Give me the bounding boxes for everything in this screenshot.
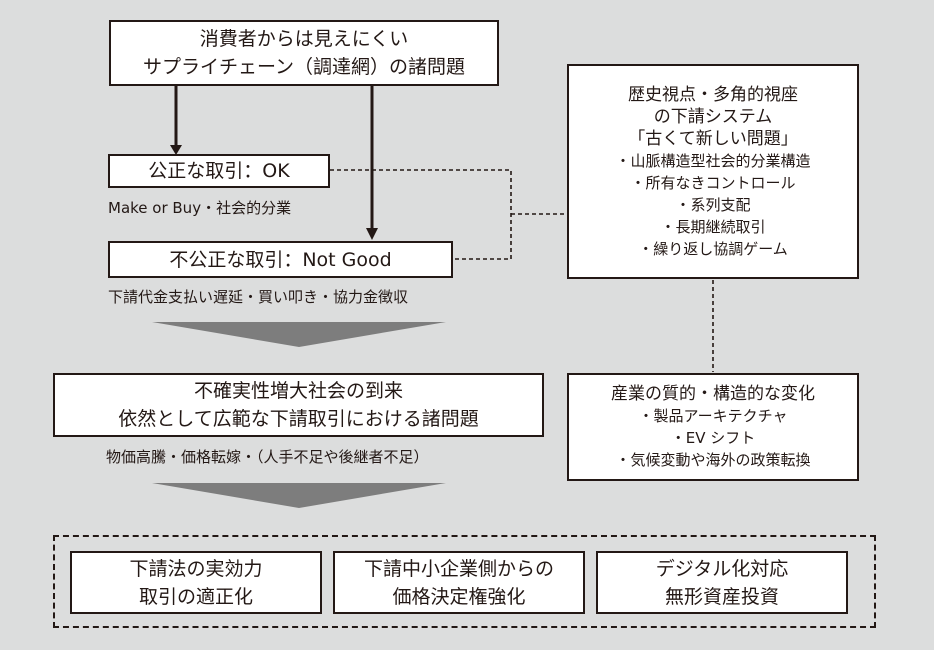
change-item: ・製品アーキテクチャ [638, 407, 788, 425]
solutions-frame: 下請法の実効力 取引の適正化 下請中小企業側からの 価格決定権強化 デジタル化対… [53, 535, 876, 628]
down-arrow-1 [152, 322, 446, 347]
uncertainty-line-1: 不確実性増大社会の到来 [193, 380, 403, 402]
industrial-change-box: 産業の質的・構造的な変化 ・製品アーキテクチャ ・EV シフト ・気候変動や海外… [567, 373, 859, 481]
solution-box-digital: デジタル化対応 無形資産投資 [596, 551, 848, 614]
solution-line: 下請中小企業側からの [363, 557, 554, 580]
arrow-to-unfair-head [366, 228, 378, 240]
solution-line: 取引の適正化 [138, 585, 253, 608]
history-item: ・長期継続取引 [660, 217, 766, 236]
supply-chain-line-1: 消費者からは見えにくい [199, 28, 409, 50]
change-item: ・EV シフト [670, 429, 756, 447]
history-heading-2: の下請システム [653, 106, 773, 127]
history-item: ・山脈構造型社会的分業構造 [615, 151, 811, 170]
unfair-trade-box: 不公正な取引：Not Good [108, 241, 453, 278]
uncertainty-note: 物価高騰・価格転嫁・（人手不足や後継者不足） [106, 448, 429, 466]
change-heading: 産業の質的・構造的な変化 [611, 384, 815, 404]
unfair-trade-note: 下請代金支払い遅延・買い叩き・協力金徴収 [108, 288, 409, 306]
uncertainty-society-box: 不確実性増大社会の到来 依然として広範な下請取引における諸問題 [53, 373, 544, 437]
uncertainty-line-2: 依然として広範な下請取引における諸問題 [118, 408, 479, 430]
solution-box-subcontract-law: 下請法の実効力 取引の適正化 [70, 551, 322, 614]
fair-trade-label: 公正な取引：OK [148, 160, 290, 182]
supply-chain-line-2: サプライチェーン（調達網）の諸問題 [142, 56, 466, 78]
solution-line: 下請法の実効力 [129, 557, 263, 580]
change-item: ・気候変動や海外の政策転換 [615, 451, 811, 469]
history-heading-3: 「古くて新しい問題」 [628, 128, 798, 149]
solution-line: 無形資産投資 [664, 585, 779, 608]
history-item: ・繰り返し協調ゲーム [638, 239, 788, 258]
history-perspective-box: 歴史視点・多角的視座 の下請システム 「古くて新しい問題」 ・山脈構造型社会的分… [567, 64, 859, 279]
history-heading-1: 歴史視点・多角的視座 [628, 84, 798, 105]
history-item: ・所有なきコントロール [630, 173, 796, 192]
solution-line: 価格決定権強化 [392, 585, 526, 608]
solution-line: デジタル化対応 [655, 557, 789, 580]
history-item: ・系列支配 [675, 195, 751, 214]
down-arrow-2 [152, 483, 446, 508]
arrow-to-fair-head [170, 145, 182, 155]
fair-trade-box: 公正な取引：OK [108, 154, 330, 188]
solution-box-pricing-power: 下請中小企業側からの 価格決定権強化 [333, 551, 585, 614]
unfair-trade-label: 不公正な取引：Not Good [169, 248, 392, 271]
supply-chain-problems-box: 消費者からは見えにくい サプライチェーン（調達網）の諸問題 [109, 20, 499, 86]
fair-trade-note: Make or Buy・社会的分業 [108, 199, 292, 217]
